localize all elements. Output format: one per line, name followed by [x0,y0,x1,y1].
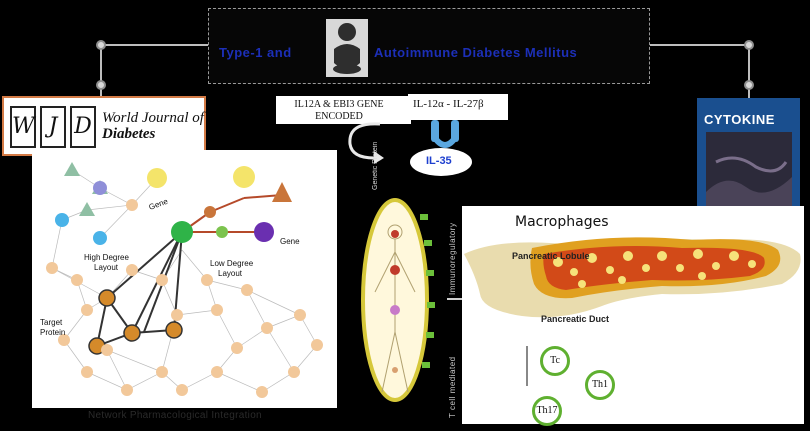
receptor-icon [431,120,459,148]
high-degree-label-2: Layout [94,263,119,272]
journal-name-line1: World Journal of [102,110,204,126]
connector-node [96,80,106,90]
title-right-text: Autoimmune Diabetes Mellitus [374,45,578,60]
macrophages-panel [462,206,804,424]
curved-arrow-icon [348,122,384,164]
connector-node [744,40,754,50]
title-left-text: Type-1 and [219,45,292,60]
il35-label: IL-35 [426,155,452,167]
cytokine-journal-title: CYTOKINE [704,112,775,127]
journal-name: World Journal of Diabetes [102,110,204,142]
connector-wire-left-v [100,44,102,96]
gene-encoded-text: IL12A & EBI3 GENE ENCODED [294,99,384,122]
network-caption: Network Pharmacological Integration [88,410,262,421]
gene-label-top: Gene [148,197,170,212]
interleukin-label: IL-12α - IL-27β [413,98,484,110]
network-nodes [46,162,323,398]
arrow-line [447,298,463,300]
target-label-2: Protein [40,328,65,337]
gene-label-right: Gene [280,237,300,246]
gene-encoded-box [276,96,411,124]
pancreatic-duct-label: Pancreatic Duct [541,314,610,324]
baby-icon [326,19,368,77]
th1-cell: Th1 [585,370,615,400]
th17-cell: Th17 [532,396,562,426]
low-degree-label: Low Degree [210,259,254,268]
human-body-figure [361,198,435,402]
tc-cell: Tc [540,346,570,376]
connector-node [744,80,754,90]
t-cell-label: T cell mediated [448,356,457,418]
interleukin-label-box [408,94,508,120]
genetic-protein-label: Genetic Protein [372,141,379,190]
il35-oval [410,148,472,176]
connector-node [96,40,106,50]
low-degree-label-2: Layout [218,269,243,278]
journal-name-line2: Diabetes [102,126,156,142]
connector-wire-right-v [748,44,750,98]
journal-logo: W J D World Journal of Diabetes [2,96,206,156]
journal-letter: J [40,106,66,148]
immunoregulatory-label: Immunoregulatory [448,222,457,295]
network-edges-grey [51,169,318,393]
high-degree-label: High Degree [84,253,129,262]
title-banner: Type-1 and Autoimmune Diabetes Mellitus [208,8,650,84]
target-label: Target [40,318,63,327]
connector-wire-left-h [100,44,208,46]
connector-wire-right-h [650,44,750,46]
pancreatic-lobule-label: Pancreatic Lobule [512,251,590,261]
journal-letter: W [10,106,36,148]
journal-letter: D [70,106,96,148]
macrophages-title: Macrophages [515,214,609,230]
network-diagram: Gene Gene High Degree Layout Low Degree … [32,150,337,408]
